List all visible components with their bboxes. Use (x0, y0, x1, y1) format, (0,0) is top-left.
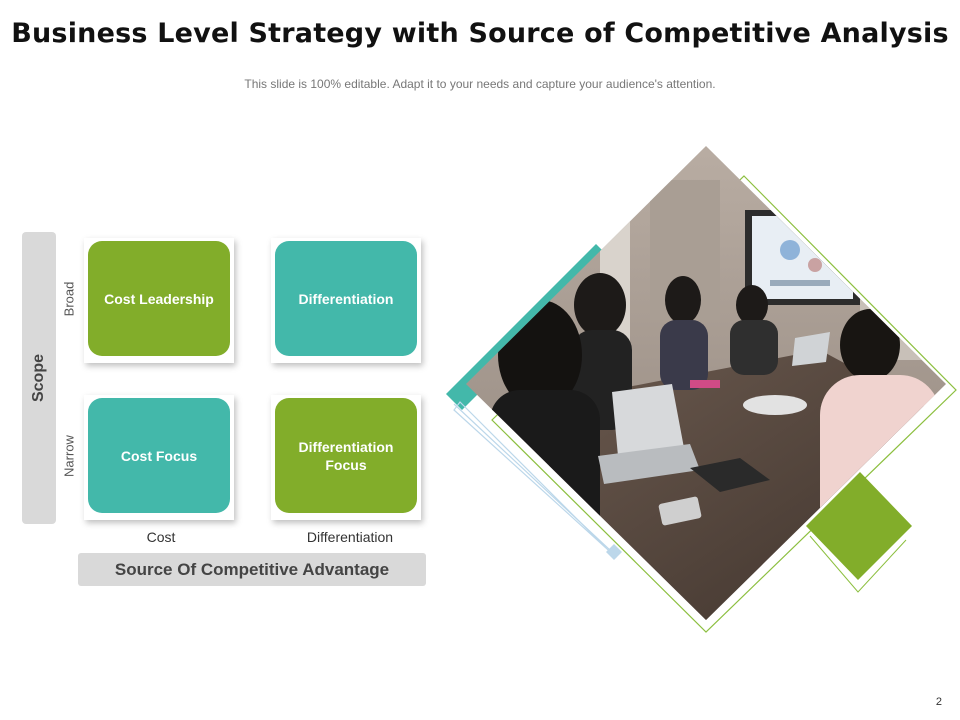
green-accent-square (806, 472, 912, 580)
cost-label: Cost (146, 529, 176, 545)
quadrant-label: Cost Leadership (104, 290, 214, 307)
quadrant-differentiation-focus: Differentiation Focus (275, 398, 417, 513)
quadrant-label: Differentiation (298, 290, 394, 307)
slide-subtitle: This slide is 100% editable. Adapt it to… (244, 77, 716, 91)
scope-axis-bar (22, 232, 56, 524)
source-axis-bar: Source Of Competitive Advantage (78, 553, 426, 586)
quadrant-label: Differentiation Focus (298, 438, 394, 473)
quadrant-cost-leadership: Cost Leadership (88, 241, 230, 356)
green-square-outline (809, 535, 907, 593)
blue-outline-edge (453, 403, 613, 553)
page-number: 2 (935, 696, 942, 708)
quadrant-cost-focus: Cost Focus (88, 398, 230, 513)
meeting-photo (466, 146, 946, 620)
quadrant-label: Cost Focus (120, 447, 198, 464)
blue-small-square (606, 544, 622, 560)
differentiation-label: Differentiation (306, 529, 394, 545)
slide-title: Business Level Strategy with Source of C… (11, 18, 949, 49)
blue-outline-line (453, 401, 617, 559)
quadrant-differentiation: Differentiation (275, 241, 417, 356)
source-axis-title: Source Of Competitive Advantage (114, 559, 390, 579)
